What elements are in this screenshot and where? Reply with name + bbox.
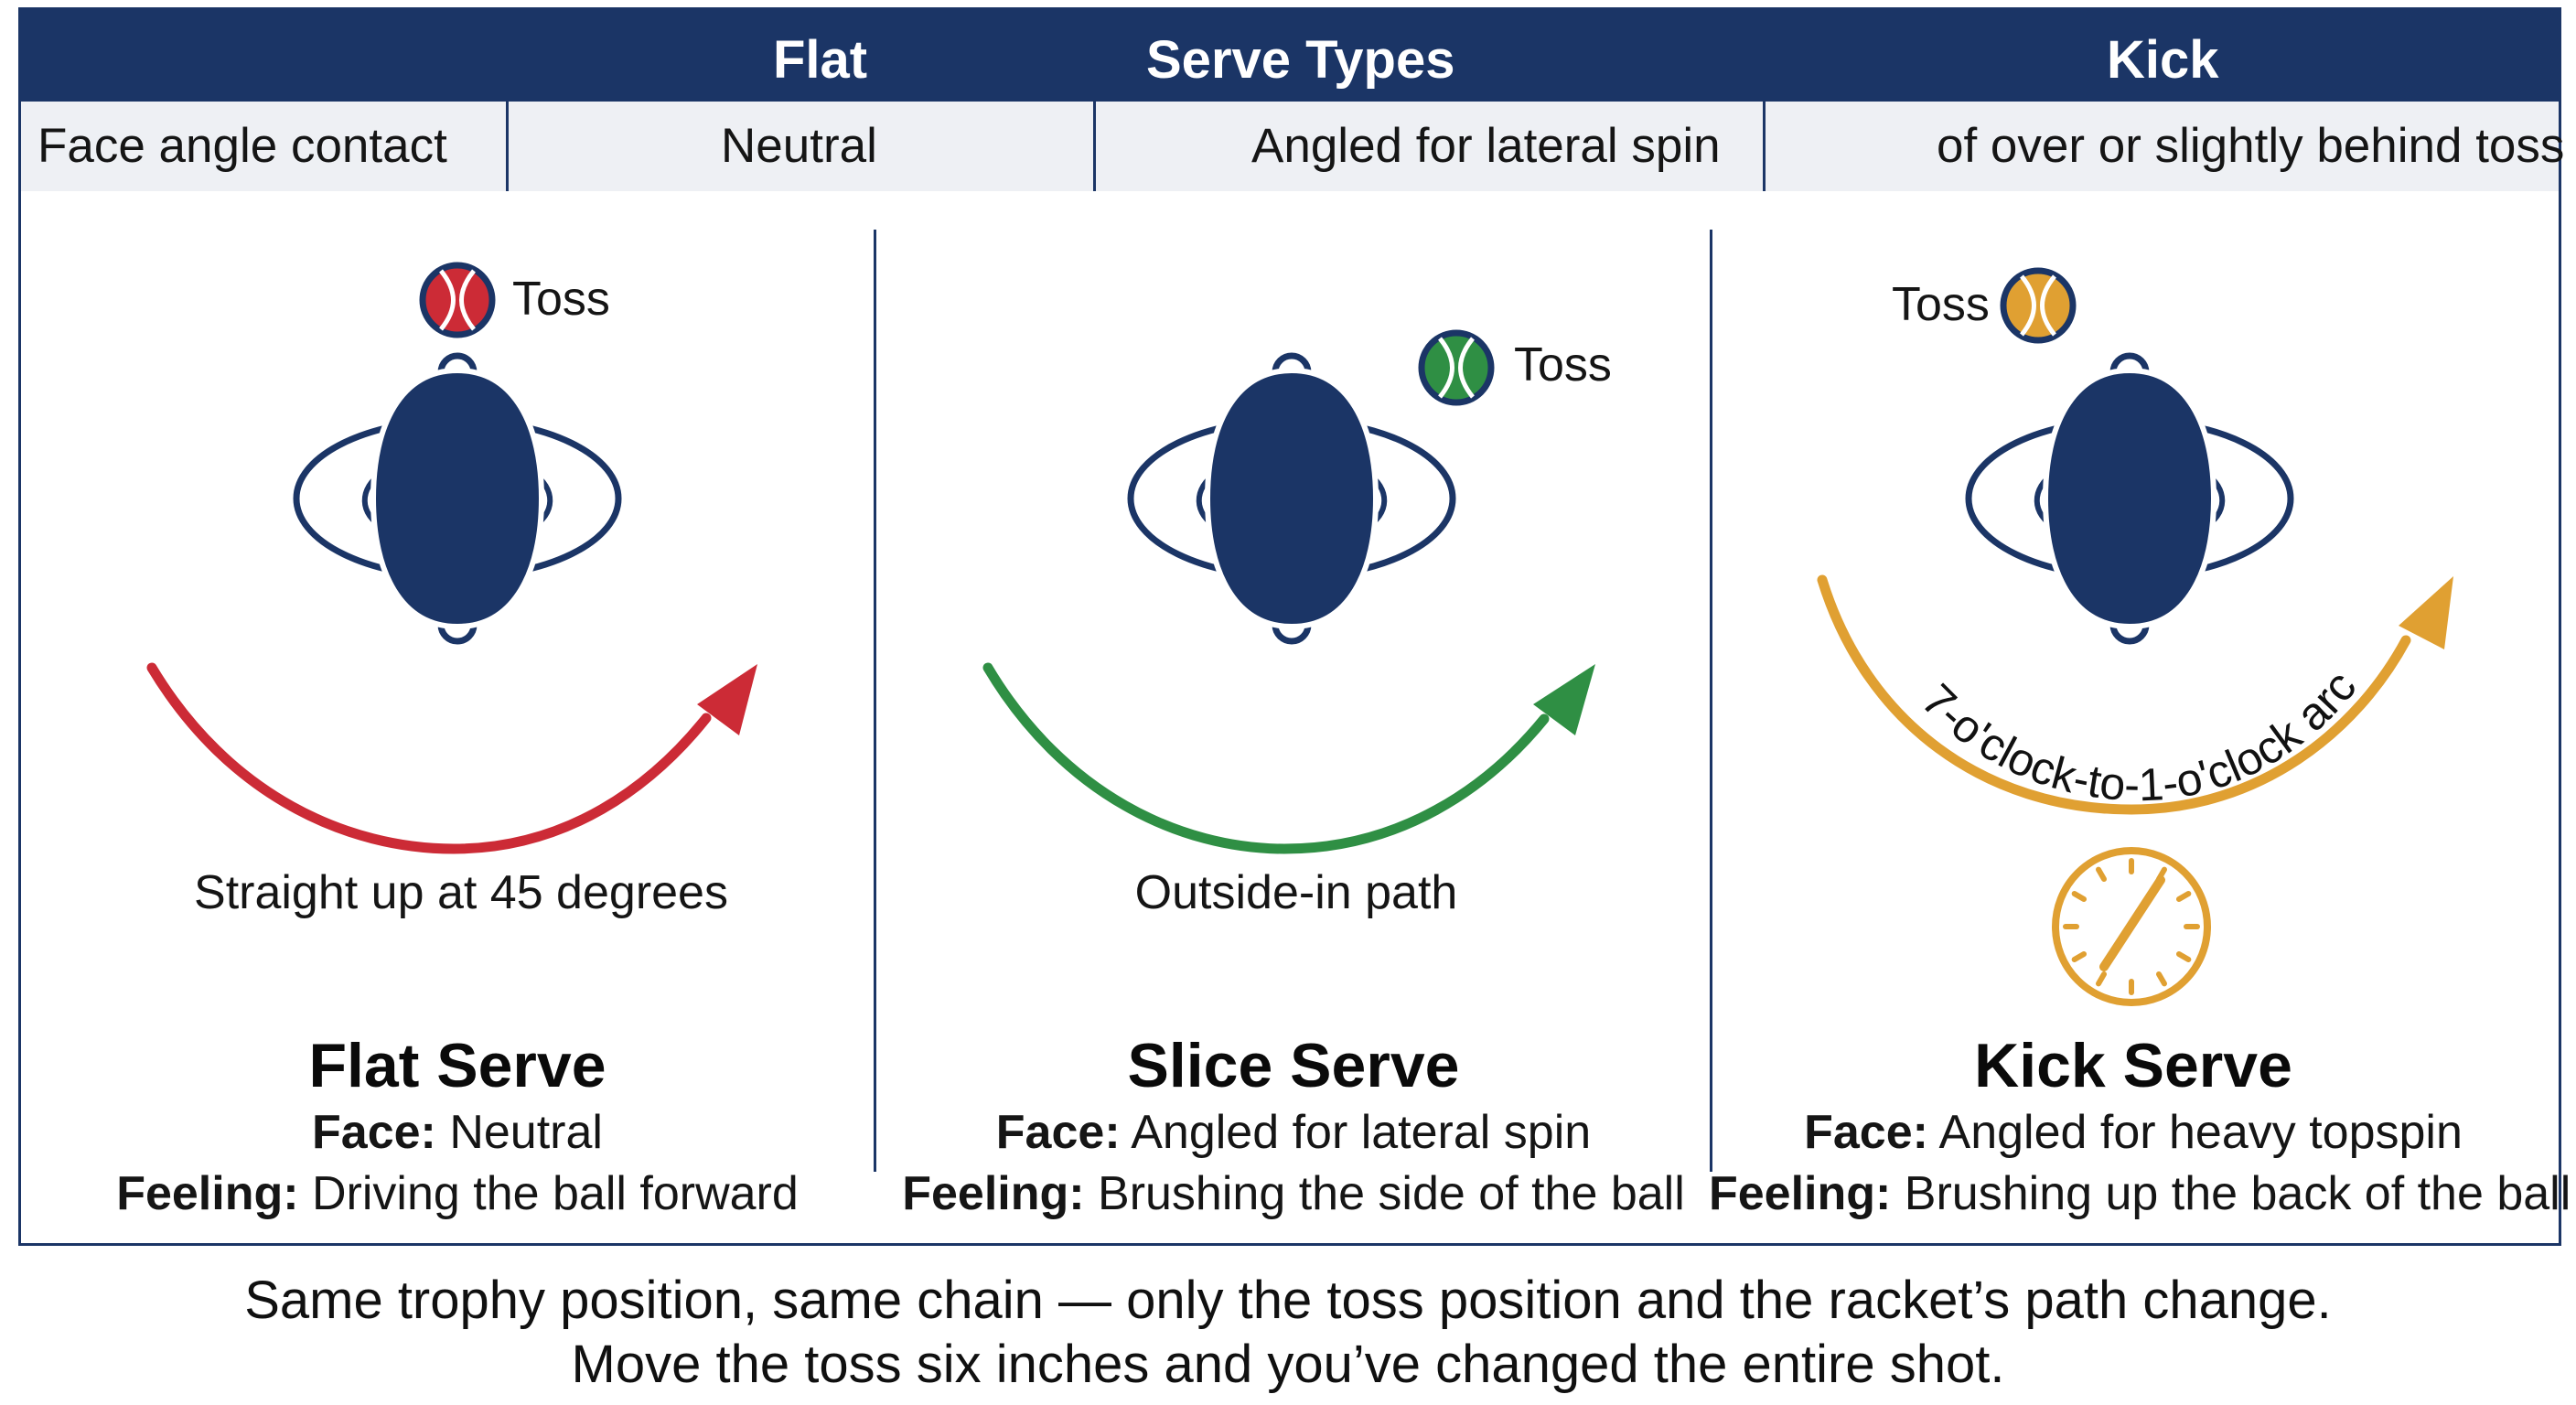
face-key: Face: — [995, 1106, 1121, 1159]
row-flat-cell: Neutral — [721, 119, 877, 173]
face-angle-row: Face angle contact Neutral Angled for la… — [21, 102, 2564, 191]
footer-line-1: Same trophy position, same chain — only … — [244, 1271, 2332, 1330]
face-value: Angled for lateral spin — [1131, 1106, 1592, 1159]
row-label: Face angle contact — [38, 119, 447, 173]
clock-tick — [2175, 951, 2192, 962]
header-title: Serve Types — [1146, 30, 1455, 90]
row-kick-cell: of over or slightly behind toss — [1937, 119, 2565, 173]
flat-path-label: Straight up at 45 degrees — [194, 866, 728, 919]
flat-face-line: Face: Neutral — [0, 1105, 915, 1160]
column-divider — [874, 230, 876, 1172]
player-head-icon — [296, 356, 618, 641]
tennis-ball-icon — [2000, 267, 2077, 344]
kick-feeling-line: Feeling: Brushing up the back of the bal… — [1709, 1166, 2571, 1221]
slice-toss-label: Toss — [1514, 338, 1612, 391]
face-key: Face: — [1804, 1106, 1928, 1159]
feeling-key: Feeling: — [902, 1167, 1085, 1220]
row-divider — [506, 102, 509, 191]
feeling-key: Feeling: — [1709, 1167, 1892, 1220]
clock-tick — [2096, 971, 2107, 987]
face-key: Face: — [312, 1106, 436, 1159]
header-bar: Flat Serve Types Kick — [21, 10, 2559, 102]
header-flat: Flat — [773, 30, 868, 90]
feeling-value: Brushing the side of the ball — [1098, 1167, 1685, 1220]
flat-toss-label: Toss — [512, 273, 610, 326]
footer-line-2: Move the toss six inches and you’ve chan… — [571, 1335, 2005, 1394]
swing-arrow-icon — [146, 662, 757, 854]
clock-tick — [2071, 891, 2088, 902]
kick-toss-label: Toss — [1892, 278, 1990, 331]
kick-face-line: Face: Angled for heavy topspin — [1709, 1105, 2558, 1160]
slice-serve-title: Slice Serve — [1127, 1031, 1460, 1100]
flat-serve-title: Flat Serve — [308, 1031, 606, 1100]
header-kick: Kick — [2107, 30, 2219, 90]
clock-tick — [2071, 951, 2088, 962]
swing-arrow-icon — [982, 662, 1595, 854]
clock-tick — [2156, 971, 2167, 987]
row-divider — [1763, 102, 1766, 191]
tennis-ball-icon — [419, 262, 496, 338]
player-head-icon — [1131, 356, 1453, 641]
swing-arrow-icon — [1817, 574, 2453, 815]
row-divider — [1093, 102, 1096, 191]
kick-arc-label: 7-o'clock-to-1-o'clock arc — [1912, 661, 2366, 811]
slice-face-line: Face: Angled for lateral spin — [871, 1105, 1716, 1160]
flat-feeling-line: Feeling: Driving the ball forward — [0, 1166, 915, 1221]
feeling-key: Feeling: — [116, 1167, 299, 1220]
row-slice-cell: Angled for lateral spin — [1251, 119, 1721, 173]
feeling-value: Driving the ball forward — [312, 1167, 799, 1220]
slice-feeling-line: Feeling: Brushing the side of the ball — [871, 1166, 1716, 1221]
clock-tick — [2096, 866, 2107, 883]
slice-path-label: Outside-in path — [1134, 866, 1458, 919]
face-value: Angled for heavy topspin — [1938, 1106, 2463, 1159]
clock-tick — [2175, 891, 2192, 902]
clock-icon — [2052, 847, 2211, 1006]
diagram-art: 7-o'clock-to-1-o'clock arc — [146, 262, 2453, 1006]
player-head-icon — [1969, 356, 2291, 641]
kick-serve-title: Kick Serve — [1974, 1031, 2292, 1100]
tennis-ball-icon — [1418, 329, 1495, 406]
feeling-value: Brushing up the back of the ball — [1904, 1167, 2571, 1220]
face-value: Neutral — [449, 1106, 603, 1159]
column-divider — [1710, 230, 1712, 1172]
